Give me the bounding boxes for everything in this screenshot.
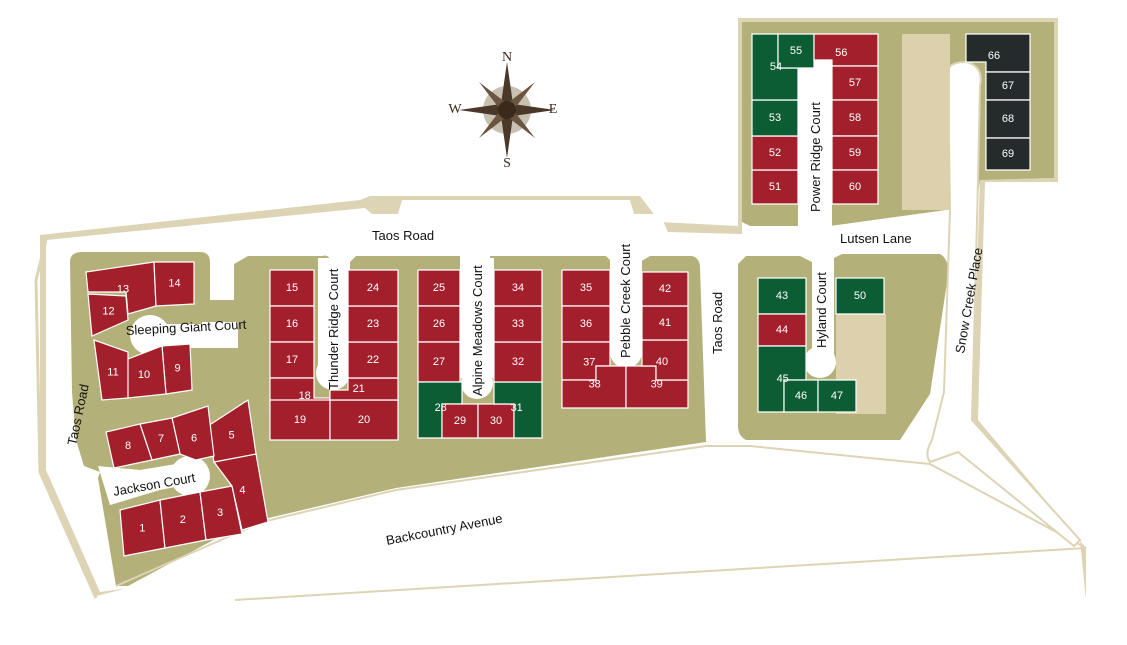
lot-32[interactable] (493, 341, 543, 383)
lot-2[interactable] (159, 491, 207, 549)
lot-16[interactable] (269, 305, 315, 343)
lot-41[interactable] (641, 305, 689, 341)
lot-69[interactable] (985, 137, 1031, 171)
lot-24[interactable] (347, 269, 399, 307)
compass-e: E (549, 102, 558, 117)
lot-19[interactable] (269, 399, 331, 441)
lot-9[interactable] (161, 343, 193, 395)
lot-27[interactable] (417, 341, 461, 383)
lot-26[interactable] (417, 305, 461, 343)
lot-36[interactable] (561, 305, 611, 343)
lot-23[interactable] (347, 305, 399, 343)
label-alpine-meadows-court: Alpine Meadows Court (470, 265, 485, 396)
lot-12[interactable] (87, 293, 129, 337)
lot-14[interactable] (153, 261, 195, 307)
compass-w: W (448, 102, 462, 117)
label-pebble-creek-court: Pebble Creek Court (618, 243, 633, 358)
lot-47[interactable] (817, 379, 857, 413)
compass-n: N (502, 50, 512, 65)
lot-3[interactable] (199, 485, 243, 541)
lot-52[interactable] (751, 135, 799, 171)
lot-20[interactable] (329, 399, 399, 441)
lot-25[interactable] (417, 269, 461, 307)
lot-35[interactable] (561, 269, 611, 307)
lot-51[interactable] (751, 169, 799, 205)
lot-60[interactable] (831, 169, 879, 205)
lot-29[interactable] (441, 403, 479, 439)
lot-8[interactable] (105, 423, 153, 469)
lot-1[interactable] (119, 499, 166, 557)
label-taos-road-top: Taos Road (372, 228, 434, 243)
lot-30[interactable] (477, 403, 515, 439)
snow-creek-road (926, 60, 1082, 548)
lot-15[interactable] (269, 269, 315, 307)
lot-42[interactable] (641, 271, 689, 307)
lot-43[interactable] (757, 277, 807, 315)
lot-22[interactable] (347, 341, 399, 379)
lot-57[interactable] (831, 65, 879, 101)
compass-s: S (503, 156, 511, 171)
lot-59[interactable] (831, 135, 879, 171)
open-space-power (902, 34, 950, 210)
lot-55[interactable] (777, 33, 815, 69)
lot-33[interactable] (493, 305, 543, 343)
lot-34[interactable] (493, 269, 543, 307)
lot-11[interactable] (93, 339, 129, 401)
label-taos-road-mid: Taos Road (710, 292, 725, 354)
lot-68[interactable] (985, 99, 1031, 139)
lot-67[interactable] (985, 71, 1031, 101)
label-power-ridge-court: Power Ridge Court (808, 102, 823, 212)
lot-44[interactable] (757, 313, 807, 347)
lot-50[interactable] (835, 277, 885, 315)
label-hyland-court: Hyland Court (814, 272, 829, 348)
lot-46[interactable] (783, 379, 819, 413)
label-lutsen-lane: Lutsen Lane (840, 231, 912, 246)
label-sleeping-giant-court: Sleeping Giant Court (125, 317, 247, 338)
lot-17[interactable] (269, 341, 315, 379)
lot-58[interactable] (831, 99, 879, 137)
compass-rose: N S E W (448, 50, 557, 171)
lots-layer (85, 33, 1031, 557)
lot-53[interactable] (751, 99, 799, 137)
court-bulbs (98, 34, 836, 505)
backcountry-avenue-road (96, 446, 1086, 600)
label-thunder-ridge-court: Thunder Ridge Court (326, 268, 341, 390)
